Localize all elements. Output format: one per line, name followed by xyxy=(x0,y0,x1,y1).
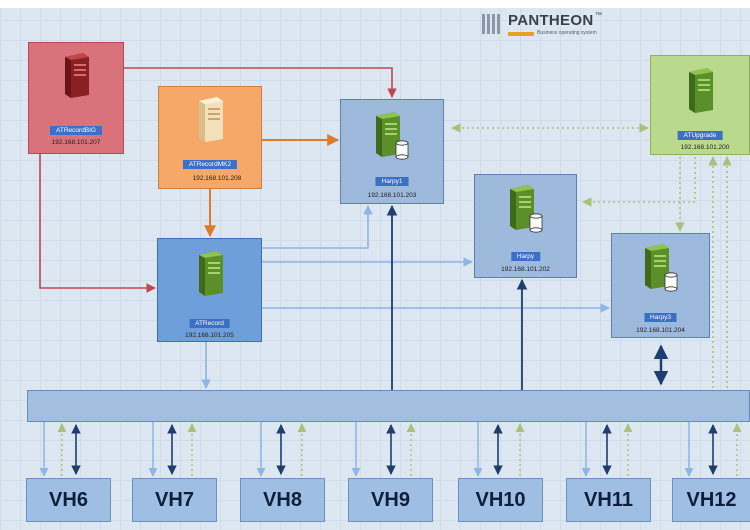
server-with-database-icon xyxy=(509,185,542,233)
node-label: ATRecordMK2 xyxy=(182,160,238,169)
node-label: Harpy3 xyxy=(644,313,677,322)
host-vh7[interactable]: VH7 xyxy=(132,478,217,522)
top-strip xyxy=(0,0,750,8)
node-label: ATUpgrade xyxy=(677,131,723,140)
logo-tagline: Business operating system xyxy=(537,30,597,36)
logo-trademark: ™ xyxy=(595,12,602,19)
node-label: ATRecord xyxy=(189,319,230,328)
node-atupgrade[interactable]: ATUpgrade 192.168.101.200 xyxy=(650,55,750,155)
logo-mark-icon xyxy=(482,14,502,34)
host-vh12[interactable]: VH12 xyxy=(672,478,750,522)
vh10-links xyxy=(473,422,525,477)
vh12-links xyxy=(684,422,742,477)
node-ip: 192.168.101.208 xyxy=(192,175,242,182)
server-icon xyxy=(65,53,89,98)
network-bus xyxy=(27,390,750,422)
wire-upgrade-to-harpy xyxy=(582,157,696,207)
vh9-links xyxy=(351,422,416,477)
node-label: Harpy xyxy=(510,252,541,261)
host-vh8[interactable]: VH8 xyxy=(240,478,325,522)
host-vh11[interactable]: VH11 xyxy=(566,478,651,522)
host-vh9[interactable]: VH9 xyxy=(348,478,433,522)
wire-big-to-harpy1 xyxy=(124,67,397,98)
host-vh6[interactable]: VH6 xyxy=(26,478,111,522)
node-atrecordbig[interactable]: ATRecordBIG 192.168.101.207 xyxy=(28,42,124,154)
vh8-links xyxy=(256,422,307,477)
server-icon xyxy=(199,97,223,142)
server-with-database-icon xyxy=(376,112,409,160)
wire-atrecord-to-harpy1 xyxy=(262,205,373,249)
vh-links xyxy=(39,422,742,477)
vh7-links xyxy=(148,422,197,477)
node-ip: 192.168.101.204 xyxy=(636,327,685,334)
server-icon xyxy=(198,251,223,296)
server-icon xyxy=(689,68,713,113)
server-with-database-icon xyxy=(644,244,677,292)
node-label: Harpy1 xyxy=(375,177,409,186)
node-ip: 192.168.101.200 xyxy=(680,144,730,151)
node-ip: 192.168.101.207 xyxy=(51,139,101,146)
logo-swatch xyxy=(508,32,534,36)
node-ip: 192.168.101.205 xyxy=(185,332,234,339)
node-harpy1[interactable]: Harpy1 192.168.101.203 xyxy=(340,99,444,204)
node-atrecord[interactable]: ATRecord 192.168.101.205 xyxy=(157,238,262,342)
pantheon-logo: PANTHEON ™ Business operating system xyxy=(482,12,612,40)
node-ip: 192.168.101.203 xyxy=(367,192,417,199)
vh11-links xyxy=(581,422,633,477)
node-ip: 192.168.101.202 xyxy=(501,266,550,273)
node-label: ATRecordBIG xyxy=(50,126,102,135)
wire-big-to-atrecord xyxy=(39,154,156,293)
host-vh10[interactable]: VH10 xyxy=(458,478,543,522)
logo-name: PANTHEON xyxy=(508,12,594,29)
vh6-links xyxy=(39,422,81,477)
node-atrecordmk2[interactable]: ATRecordMK2 192.168.101.208 xyxy=(158,86,262,189)
node-harpy[interactable]: Harpy 192.168.101.202 xyxy=(474,174,577,278)
node-harpy3[interactable]: Harpy3 192.168.101.204 xyxy=(611,233,710,338)
